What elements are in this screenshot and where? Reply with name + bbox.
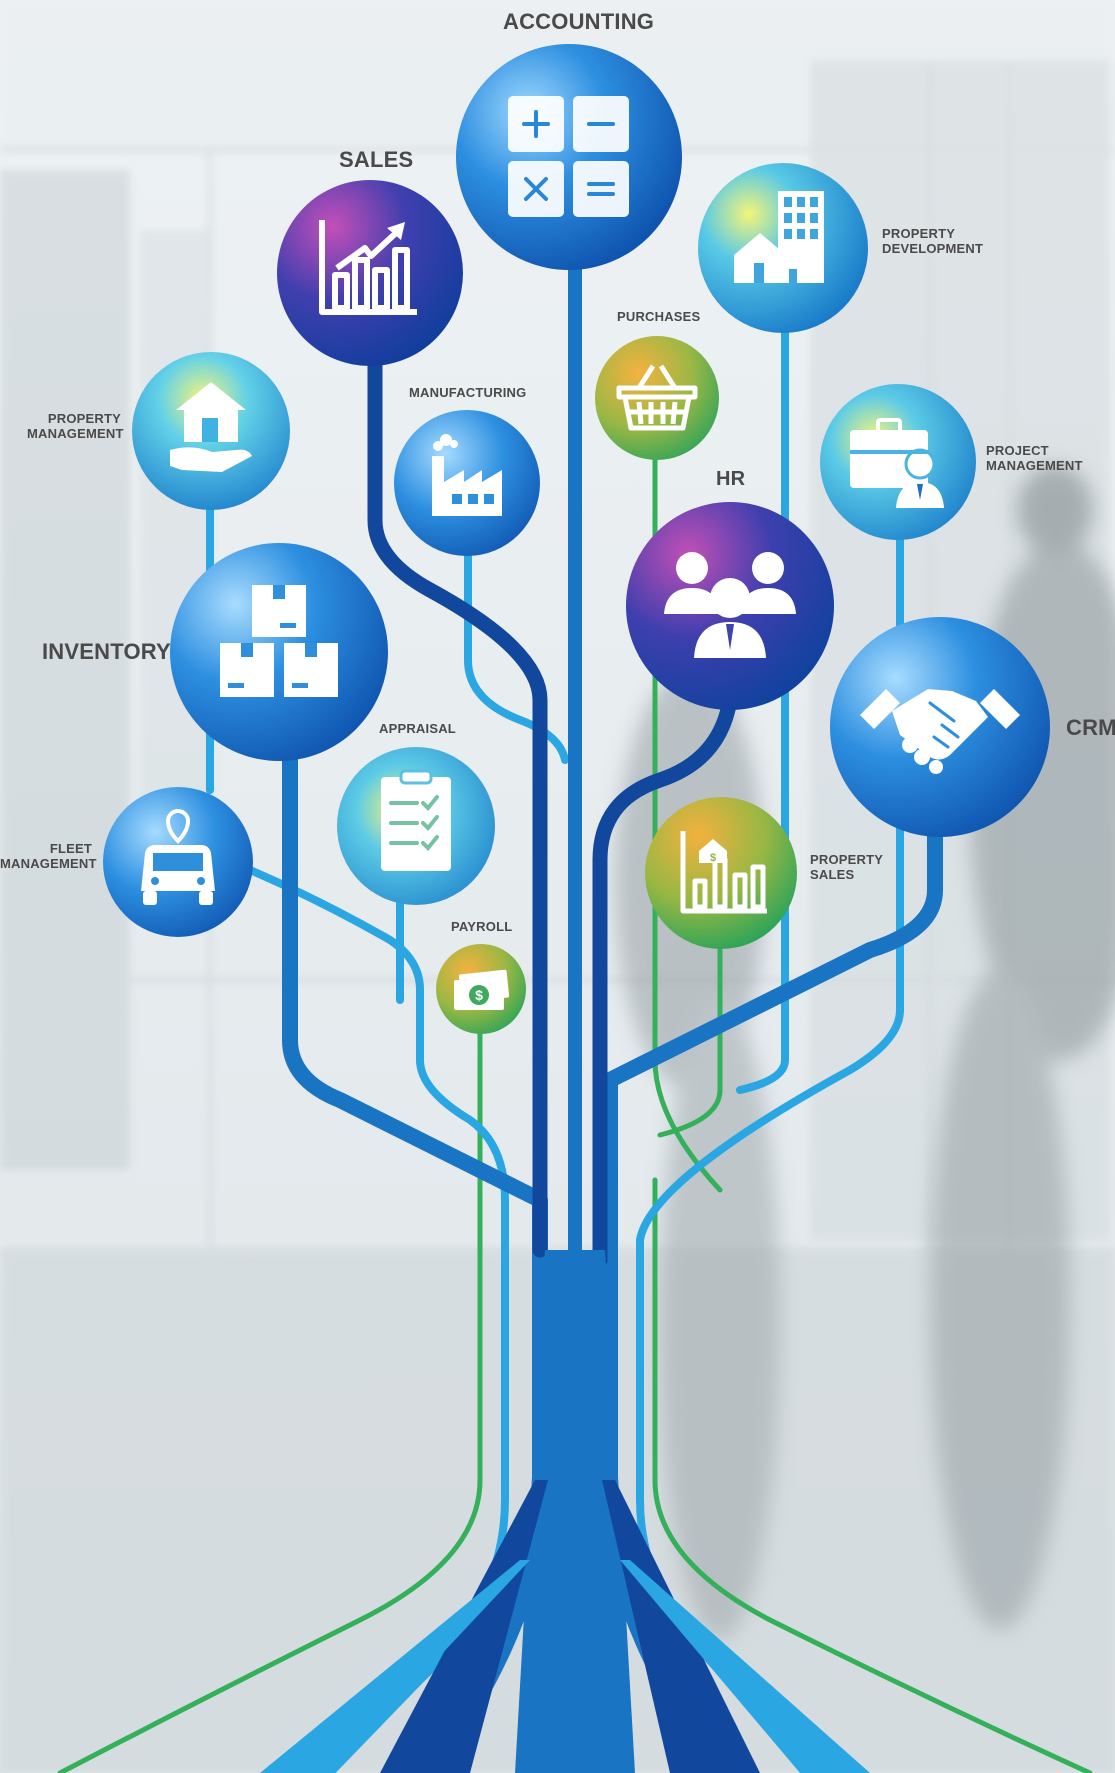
hr-label: HR: [716, 468, 746, 490]
calculator-icon: [456, 44, 682, 270]
accounting-label: ACCOUNTING: [503, 9, 655, 34]
fleet-management-label: FLEET MANAGEMENT: [0, 841, 97, 871]
property-development-node[interactable]: [698, 163, 868, 333]
buildings-houses-icon: [698, 163, 868, 333]
branch-property-development: [736, 326, 789, 1094]
shopping-basket-icon: [595, 336, 719, 460]
branch-property-sales: [657, 827, 723, 1138]
hr-node[interactable]: [626, 502, 834, 710]
project-management-label: PROJECT MANAGEMENT: [986, 443, 1083, 473]
property-management-label: PROPERTY MANAGEMENT: [27, 411, 124, 441]
root-green-right: [652, 1177, 1093, 1773]
tree-roots: [260, 1250, 870, 1773]
fleet-management-node[interactable]: [103, 787, 253, 937]
bar-chart-growth-icon: [277, 180, 463, 366]
clipboard-checklist-icon: [337, 747, 495, 905]
briefcase-person-icon: [820, 384, 976, 540]
property-chart-icon: $: [645, 797, 797, 949]
money-stack-icon: $: [436, 944, 526, 1034]
property-sales-label: PROPERTY SALES: [810, 852, 884, 882]
inventory-node[interactable]: [170, 543, 388, 761]
crm-node[interactable]: [830, 617, 1050, 837]
property-development-label: PROPERTY DEVELOPMENT: [882, 226, 984, 256]
purchases-label: PURCHASES: [617, 309, 701, 324]
purchases-node[interactable]: [595, 336, 719, 460]
stacked-boxes-icon: [170, 543, 388, 761]
people-group-icon: [626, 502, 834, 710]
handshake-icon: [830, 617, 1050, 837]
svg-text:$: $: [710, 852, 716, 864]
manufacturing-label: MANUFACTURING: [409, 385, 527, 400]
inventory-label: INVENTORY: [42, 639, 171, 664]
crm-label: CRM: [1066, 715, 1115, 740]
branch-hr: [592, 692, 738, 1268]
accounting-node[interactable]: [456, 44, 682, 270]
sales-label: SALES: [339, 147, 414, 172]
factory-icon: [394, 410, 540, 556]
svg-text:$: $: [475, 987, 483, 1003]
root-green-left: [57, 1012, 483, 1773]
house-in-hand-icon: [132, 352, 290, 510]
branch-inventory: [282, 732, 548, 1773]
property-sales-node[interactable]: $: [645, 797, 797, 949]
branch-sales: [367, 352, 548, 1258]
appraisal-label: APPRAISAL: [379, 721, 456, 736]
manufacturing-node[interactable]: [394, 410, 540, 556]
appraisal-node[interactable]: [337, 747, 495, 905]
property-management-node[interactable]: [132, 352, 290, 510]
payroll-label: PAYROLL: [451, 919, 513, 934]
branch-manufacturing: [464, 536, 569, 764]
vehicle-location-icon: [103, 787, 253, 937]
sales-node[interactable]: [277, 180, 463, 366]
payroll-node[interactable]: $: [436, 944, 526, 1034]
project-management-node[interactable]: [820, 384, 976, 540]
